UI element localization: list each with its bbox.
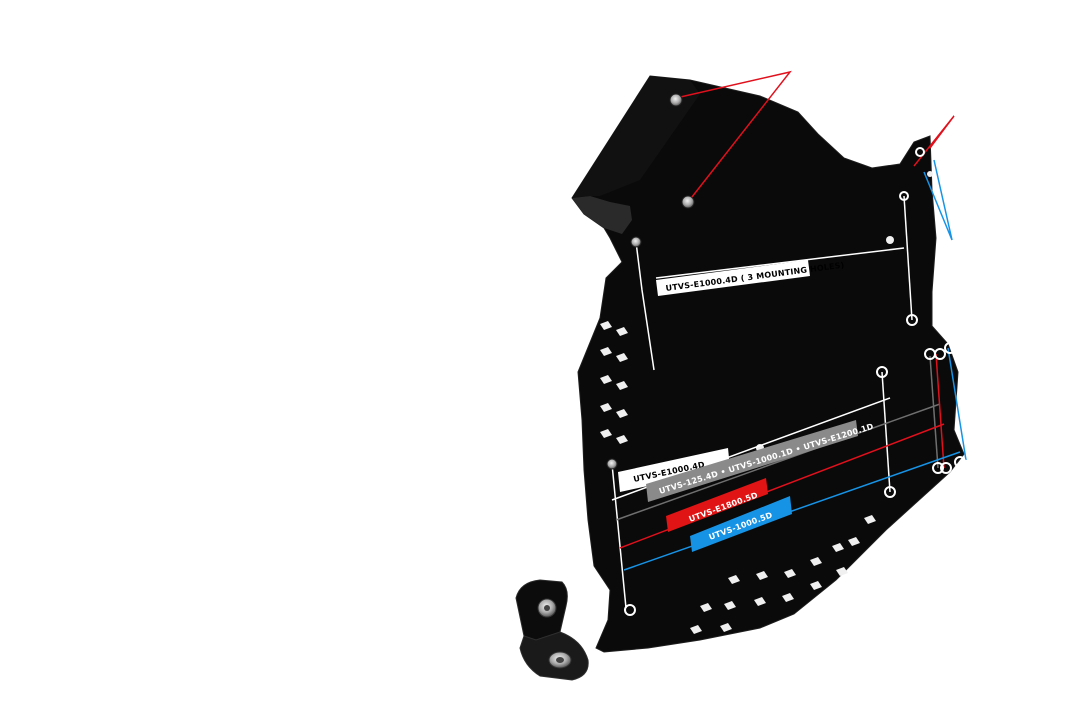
- bracket-nut-lower-center: [556, 657, 564, 663]
- guide-line-white: [903, 195, 913, 321]
- vent-slot: [600, 321, 612, 330]
- label-e1000-4d-bg: [618, 448, 730, 492]
- vent-slot: [600, 429, 612, 438]
- mounting-hole-icon: [606, 458, 618, 470]
- guide-line-red-top: [675, 70, 792, 203]
- vent-slots: [600, 171, 933, 634]
- vent-slot: [600, 347, 612, 356]
- mounting-hole-icon: [876, 366, 888, 378]
- label-red-bg: [666, 478, 768, 532]
- mounting-hole-icon: [899, 191, 909, 201]
- vent-slot: [616, 327, 628, 336]
- guide-line-white: [655, 247, 905, 279]
- vent-slot: [836, 567, 848, 576]
- vent-slot: [600, 375, 612, 384]
- vent-slot: [810, 557, 822, 566]
- guide-line-gray: [615, 403, 941, 521]
- mounting-hole-icon: [934, 348, 946, 360]
- mounting-hole-icon: [669, 93, 683, 107]
- label-gray-multi-bg: [646, 420, 858, 502]
- vent-slot: [810, 581, 822, 590]
- vent-slot: [754, 597, 766, 606]
- guide-line-blue: [947, 347, 967, 461]
- plate-bend-face: [572, 196, 632, 234]
- guide-line-blue: [623, 451, 961, 571]
- vent-slot: [616, 381, 628, 390]
- bracket-nut-upper-center: [544, 605, 550, 611]
- mounting-hole-icon: [884, 486, 896, 498]
- mounting-holes: [606, 93, 966, 616]
- mounting-hole-icon: [630, 236, 642, 248]
- vent-slot: [864, 515, 876, 524]
- mount-plate: [571, 75, 965, 653]
- l-bracket-icon: [515, 579, 589, 681]
- plate-body: [571, 75, 965, 653]
- vent-slot: [690, 625, 702, 634]
- vent-slot: [616, 409, 628, 418]
- guide-line-red: [935, 353, 945, 469]
- mounting-hole-icon: [906, 314, 918, 326]
- vent-slot: [728, 575, 740, 584]
- mounting-hole-icon: [944, 342, 956, 354]
- guide-line-blue-right: [923, 159, 953, 241]
- mounting-hole-icon: [624, 604, 636, 616]
- mounting-hole-icon: [681, 195, 695, 209]
- mounting-hole-icon: [940, 462, 952, 474]
- vent-slot: [600, 403, 612, 412]
- mounting-hole-icon: [954, 456, 966, 468]
- vent-hole: [927, 171, 933, 177]
- label-blue-bg: [690, 496, 792, 552]
- guide-line-gray: [929, 355, 939, 469]
- vent-hole: [886, 236, 894, 244]
- guide-line-white: [611, 463, 627, 609]
- guide-line-white-top: [635, 241, 655, 371]
- vent-slot: [720, 623, 732, 632]
- vent-slot: [832, 543, 844, 552]
- vent-slot: [784, 569, 796, 578]
- label-top-bg: [656, 260, 810, 296]
- vent-slot: [700, 603, 712, 612]
- vent-slot: [756, 571, 768, 580]
- vent-slot: [782, 593, 794, 602]
- vent-slot: [724, 601, 736, 610]
- vent-slot: [848, 537, 860, 546]
- plate-top-flap: [572, 76, 700, 198]
- mounting-hole-icon: [915, 147, 925, 157]
- vent-slot: [616, 435, 628, 444]
- vent-slot: [616, 353, 628, 362]
- guide-line-white: [881, 371, 891, 493]
- mounting-hole-icon: [932, 462, 944, 474]
- guide-line-red-right: [913, 115, 955, 167]
